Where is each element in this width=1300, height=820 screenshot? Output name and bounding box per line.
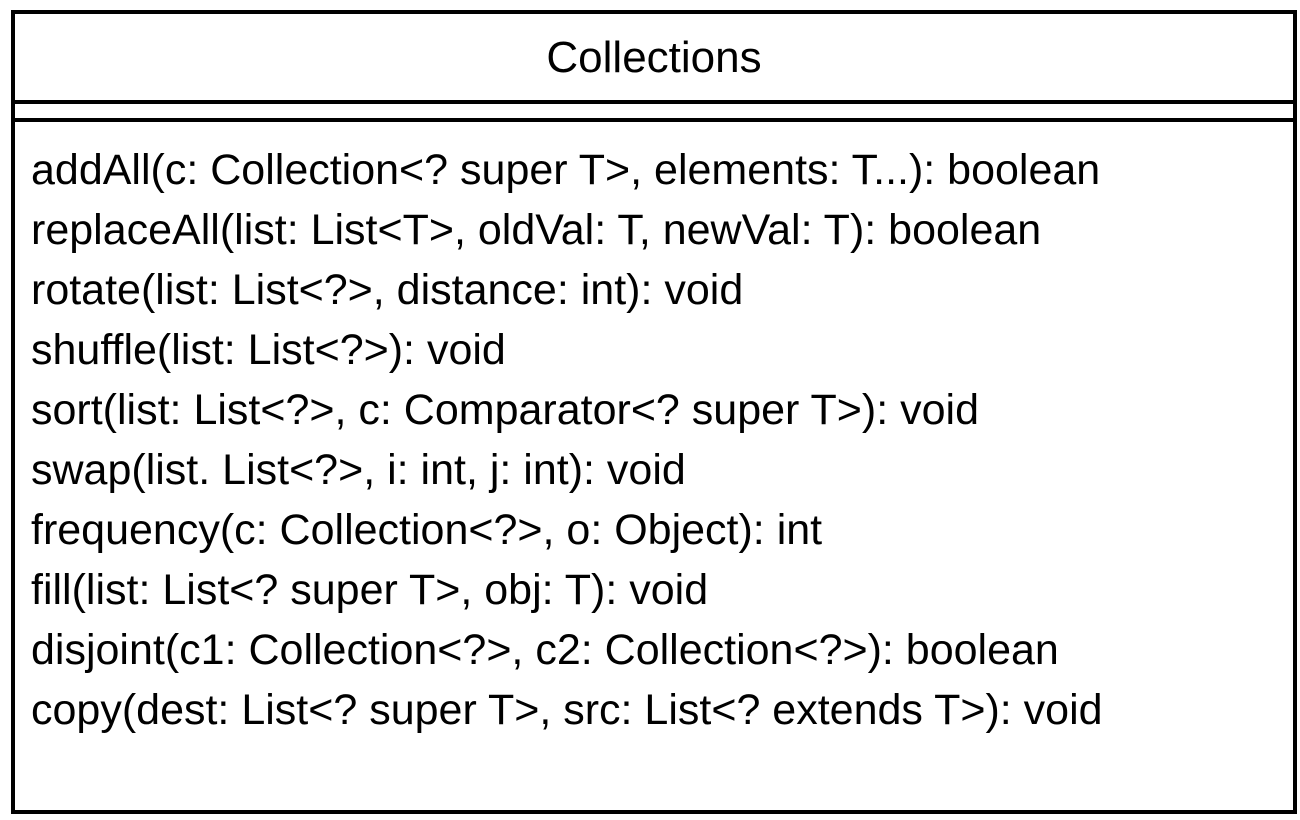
uml-class-box: Collections addAll(c: Collection<? super…	[11, 10, 1297, 814]
method-disjoint: disjoint(c1: Collection<?>, c2: Collecti…	[31, 626, 1059, 674]
method-frequency: frequency(c: Collection<?>, o: Object): …	[31, 506, 823, 554]
method-copy: copy(dest: List<? super T>, src: List<? …	[31, 686, 1103, 734]
method-add-all: addAll(c: Collection<? super T>, element…	[31, 146, 1101, 194]
method-swap: swap(list. List<?>, i: int, j: int): voi…	[31, 446, 686, 494]
method-rotate: rotate(list: List<?>, distance: int): vo…	[31, 266, 744, 314]
attributes-compartment	[15, 104, 1293, 118]
method-fill: fill(list: List<? super T>, obj: T): voi…	[31, 566, 709, 614]
class-name: Collections	[546, 33, 762, 82]
attributes-divider	[15, 118, 1293, 122]
method-replace-all: replaceAll(list: List<T>, oldVal: T, new…	[31, 206, 1042, 254]
methods-compartment: addAll(c: Collection<? super T>, element…	[31, 140, 1283, 740]
method-sort: sort(list: List<?>, c: Comparator<? supe…	[31, 386, 979, 434]
class-name-compartment: Collections	[15, 14, 1293, 102]
header-divider	[15, 100, 1293, 104]
method-shuffle: shuffle(list: List<?>): void	[31, 326, 506, 374]
